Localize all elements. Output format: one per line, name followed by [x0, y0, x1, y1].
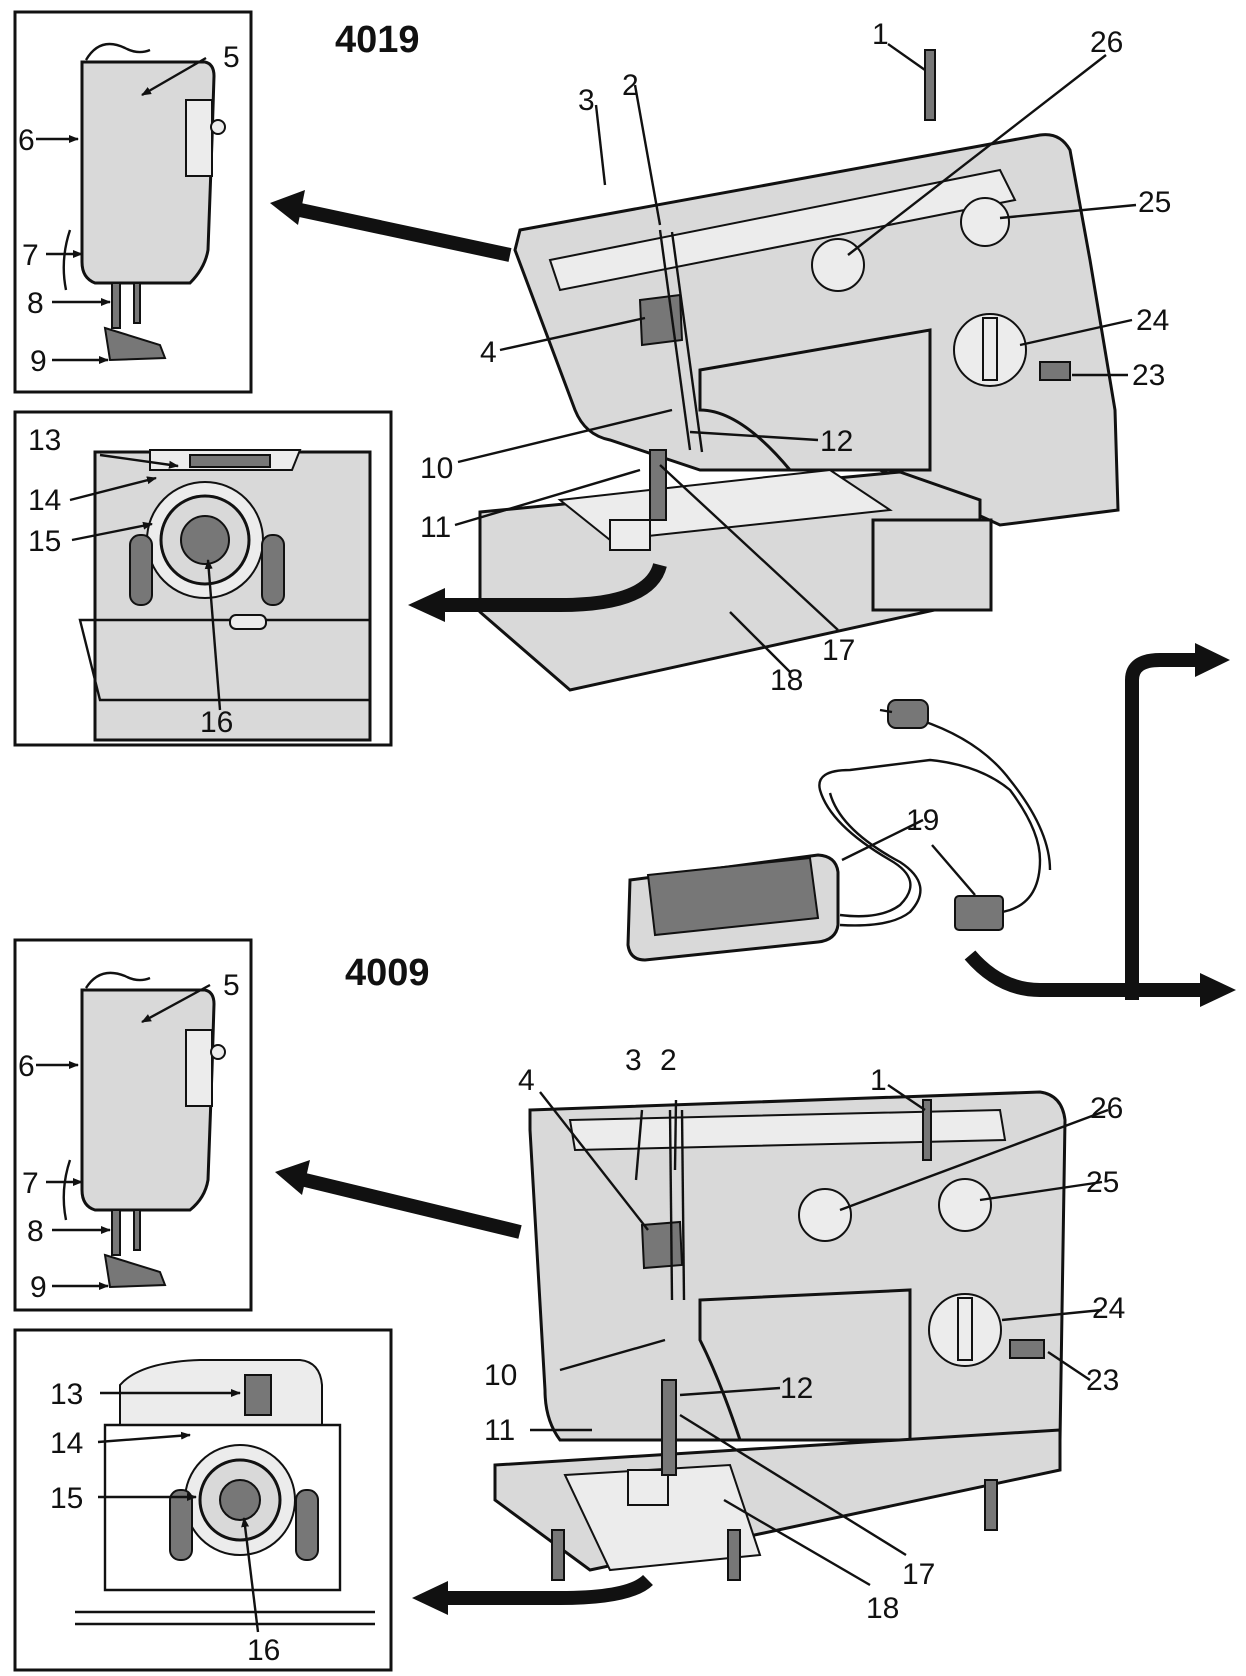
label-7-top-inset: 7 — [22, 239, 39, 272]
label-10-bottom: 10 — [484, 1359, 517, 1392]
label-1-top: 1 — [872, 18, 889, 51]
label-3-top: 3 — [578, 84, 595, 117]
label-2-top: 2 — [622, 69, 639, 102]
leaders-bottom-machine — [530, 1084, 1109, 1587]
label-12-top: 12 — [820, 425, 853, 458]
label-23-bottom: 23 — [1086, 1364, 1119, 1397]
label-5-bottom-inset: 5 — [223, 969, 240, 1002]
label-16-top-inset: 16 — [200, 706, 233, 739]
arrow-to-side-inset-bottom — [303, 1173, 522, 1239]
model-title-top: 4019 — [335, 19, 420, 61]
sewing-machine-4019 — [478, 49, 1120, 692]
label-8-bottom-inset: 8 — [27, 1215, 44, 1248]
label-26-top: 26 — [1090, 26, 1123, 59]
label-11-bottom: 11 — [484, 1414, 515, 1447]
label-16-bottom-inset: 16 — [247, 1634, 280, 1667]
label-4-bottom: 4 — [518, 1064, 535, 1097]
arrow-to-bobbin-inset-top — [440, 562, 667, 612]
label-13-top-inset: 13 — [28, 424, 61, 457]
label-14-bottom-inset: 14 — [50, 1427, 83, 1460]
inset-bobbin-view-bottom — [13, 1328, 393, 1672]
label-9-bottom-inset: 9 — [30, 1271, 47, 1304]
arrow-to-side-inset-top — [298, 203, 512, 262]
label-10-top: 10 — [420, 452, 453, 485]
label-25-bottom: 25 — [1086, 1166, 1119, 1199]
label-25-top: 25 — [1138, 186, 1171, 219]
label-17-bottom: 17 — [902, 1558, 935, 1591]
label-8-top-inset: 8 — [27, 287, 44, 320]
arrow-to-bobbin-inset-bottom — [445, 1574, 653, 1605]
sewing-machine-4009 — [493, 1090, 1067, 1581]
label-13-bottom-inset: 13 — [50, 1378, 83, 1411]
inset-side-view-bottom — [13, 938, 253, 1312]
label-19-cord: 19 — [906, 804, 939, 837]
label-24-top: 24 — [1136, 304, 1169, 337]
label-26-bottom: 26 — [1090, 1092, 1123, 1125]
label-15-top-inset: 15 — [28, 525, 61, 558]
label-12-bottom: 12 — [780, 1372, 813, 1405]
label-3-bottom: 3 — [625, 1044, 642, 1077]
label-6-top-inset: 6 — [18, 124, 35, 157]
label-4-top: 4 — [480, 336, 497, 369]
inset-side-view-top — [13, 10, 253, 394]
label-5-top-inset: 5 — [223, 41, 240, 74]
label-15-bottom-inset: 15 — [50, 1482, 83, 1515]
label-7-bottom-inset: 7 — [22, 1167, 39, 1200]
inset-bobbin-view-top — [13, 410, 393, 747]
label-14-top-inset: 14 — [28, 484, 61, 517]
label-18-top: 18 — [770, 664, 803, 697]
label-17-top: 17 — [822, 634, 855, 667]
foot-control-and-cord — [626, 699, 1052, 962]
label-24-bottom: 24 — [1092, 1292, 1125, 1325]
label-2-bottom: 2 — [660, 1044, 677, 1077]
label-9-top-inset: 9 — [30, 345, 47, 378]
leaders-top-machine — [454, 43, 1137, 673]
arrow-down-right — [964, 950, 1200, 997]
model-title-bottom: 4009 — [345, 952, 430, 994]
label-23-top: 23 — [1132, 359, 1165, 392]
label-18-bottom: 18 — [866, 1592, 899, 1625]
label-11-top: 11 — [420, 511, 451, 544]
arrow-up-right — [1125, 653, 1195, 1000]
label-6-bottom-inset: 6 — [18, 1050, 35, 1083]
label-1-bottom: 1 — [870, 1064, 887, 1097]
